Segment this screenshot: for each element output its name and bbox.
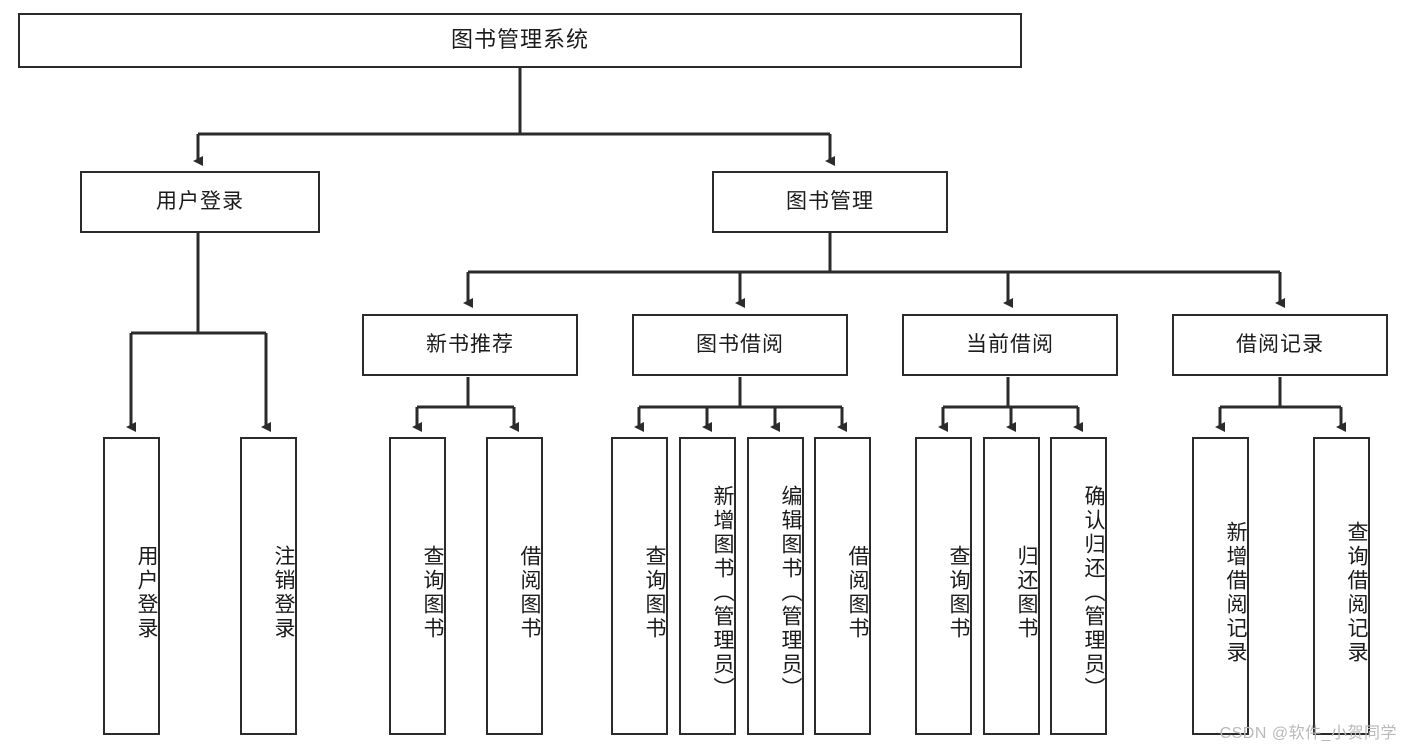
node-label: 新书推荐 <box>426 333 514 357</box>
node-label: 查询图书 <box>947 545 970 641</box>
node-label: 新增借阅记录 <box>1224 521 1247 665</box>
leaf-book-borrow-query[interactable]: 查询图书 <box>611 437 668 735</box>
leaf-user-login-logout[interactable]: 注销登录 <box>240 437 297 735</box>
node-book-management[interactable]: 图书管理 <box>712 171 948 233</box>
leaf-current-borrow-return[interactable]: 归还图书 <box>983 437 1040 735</box>
node-label: 新增图书（管理员） <box>711 485 734 701</box>
node-root-system[interactable]: 图书管理系统 <box>18 13 1022 68</box>
leaf-book-borrow-borrow[interactable]: 借阅图书 <box>814 437 871 735</box>
leaf-borrow-record-add[interactable]: 新增借阅记录 <box>1192 437 1249 735</box>
leaf-borrow-record-query[interactable]: 查询借阅记录 <box>1313 437 1370 735</box>
leaf-book-borrow-add[interactable]: 新增图书（管理员） <box>679 437 736 735</box>
node-label: 借阅图书 <box>846 545 869 641</box>
node-label: 借阅图书 <box>518 545 541 641</box>
node-label: 归还图书 <box>1015 545 1038 641</box>
node-label: 图书管理系统 <box>450 27 589 53</box>
node-book-borrow[interactable]: 图书借阅 <box>632 314 848 376</box>
node-label: 查询图书 <box>421 545 444 641</box>
leaf-new-book-query[interactable]: 查询图书 <box>389 437 446 735</box>
node-label: 当前借阅 <box>966 333 1054 357</box>
node-borrow-record[interactable]: 借阅记录 <box>1172 314 1388 376</box>
leaf-new-book-borrow[interactable]: 借阅图书 <box>486 437 543 735</box>
node-label: 注销登录 <box>272 545 295 641</box>
node-label: 查询借阅记录 <box>1345 521 1368 665</box>
node-label: 用户登录 <box>135 545 158 641</box>
node-user-login[interactable]: 用户登录 <box>80 171 320 233</box>
node-label: 图书管理 <box>786 190 874 214</box>
node-label: 借阅记录 <box>1236 333 1324 357</box>
node-new-book-recommend[interactable]: 新书推荐 <box>362 314 578 376</box>
node-current-borrow[interactable]: 当前借阅 <box>902 314 1118 376</box>
leaf-user-login-login[interactable]: 用户登录 <box>103 437 160 735</box>
node-label: 图书借阅 <box>696 333 784 357</box>
leaf-current-borrow-confirm-return[interactable]: 确认归还（管理员） <box>1050 437 1107 735</box>
node-label: 确认归还（管理员） <box>1082 485 1105 701</box>
node-label: 用户登录 <box>156 190 244 214</box>
watermark-text: CSDN @软件_小贺同学 <box>1219 725 1397 742</box>
leaf-book-borrow-edit[interactable]: 编辑图书（管理员） <box>747 437 804 735</box>
node-label: 编辑图书（管理员） <box>779 485 802 701</box>
node-label: 查询图书 <box>643 545 666 641</box>
leaf-current-borrow-query[interactable]: 查询图书 <box>915 437 972 735</box>
